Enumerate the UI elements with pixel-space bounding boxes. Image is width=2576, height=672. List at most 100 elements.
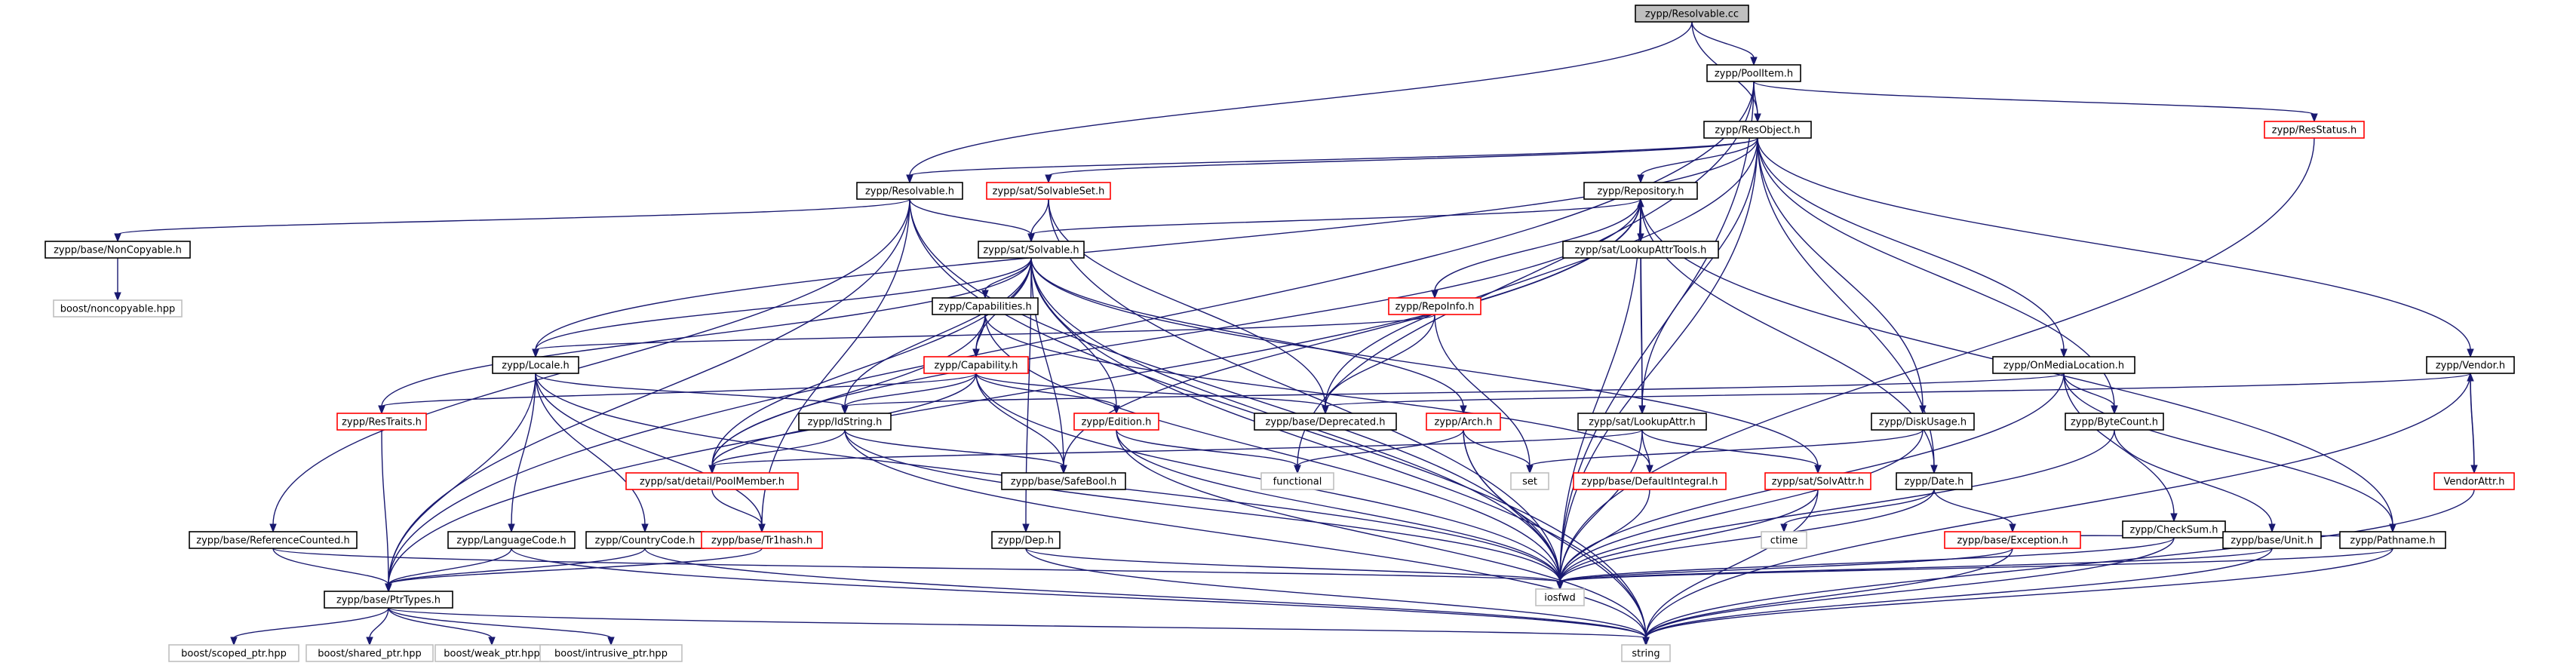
edge-zypp-repository-h-to-zypp-date-h bbox=[1640, 198, 1938, 474]
node-label: zypp/Resolvable.h bbox=[865, 186, 954, 198]
node-zypp-bytecount-h[interactable]: zypp/ByteCount.h bbox=[2065, 413, 2164, 431]
node-box bbox=[991, 531, 1061, 549]
node-label: zypp/sat/LookupAttrTools.h bbox=[1575, 245, 1707, 256]
edge-zypp-onmedialocation-h-to-zypp-pathname-h bbox=[2063, 373, 2396, 533]
node-label: zypp/RepoInfo.h bbox=[1395, 302, 1475, 313]
node-zypp-restraits-h[interactable]: zypp/ResTraits.h bbox=[336, 413, 427, 431]
node-zypp-edition-h[interactable]: zypp/Edition.h bbox=[1073, 413, 1159, 431]
node-zypp-repoinfo-h[interactable]: zypp/RepoInfo.h bbox=[1388, 297, 1481, 315]
node-string: string bbox=[1621, 644, 1671, 662]
edge-zypp-sat-solvable-h-to-zypp-arch-h bbox=[1030, 257, 1467, 415]
node-box bbox=[932, 297, 1039, 315]
node-label: zypp/base/DefaultIntegral.h bbox=[1582, 477, 1718, 488]
node-zypp-date-h[interactable]: zypp/Date.h bbox=[1896, 472, 1973, 490]
node-box bbox=[1871, 413, 1975, 431]
node-zypp-idstring-h[interactable]: zypp/IdString.h bbox=[798, 413, 892, 431]
node-zypp-dep-h[interactable]: zypp/Dep.h bbox=[991, 531, 1061, 549]
edge-zypp-diskusage-h-to-set bbox=[1526, 429, 1924, 474]
node-zypp-base-deprecated-h[interactable]: zypp/base/Deprecated.h bbox=[1254, 413, 1397, 431]
node-zypp-base-tr1hash-h[interactable]: zypp/base/Tr1hash.h bbox=[701, 531, 823, 549]
node-ctime: ctime bbox=[1761, 531, 1807, 549]
node-zypp-sat-lookupattrtools-h[interactable]: zypp/sat/LookupAttrTools.h bbox=[1562, 241, 1719, 259]
node-zypp-countrycode-h[interactable]: zypp/CountryCode.h bbox=[585, 531, 705, 549]
node-set: set bbox=[1510, 472, 1549, 490]
node-label: iosfwd bbox=[1544, 593, 1576, 604]
node-zypp-resolvable-cc: zypp/Resolvable.cc bbox=[1635, 5, 1749, 23]
node-zypp-resobject-h[interactable]: zypp/ResObject.h bbox=[1703, 121, 1812, 139]
edge-zypp-checksum-h-to-string bbox=[1642, 537, 2175, 646]
node-vendorattr-h[interactable]: VendorAttr.h bbox=[2433, 472, 2515, 490]
node-zypp-base-referencecounted-h[interactable]: zypp/base/ReferenceCounted.h bbox=[189, 531, 358, 549]
node-label: zypp/base/Unit.h bbox=[2231, 535, 2313, 547]
edge-zypp-resolvable-h-to-zypp-base-noncopyable-h bbox=[114, 198, 910, 243]
node-label: zypp/Edition.h bbox=[1082, 417, 1152, 428]
node-box bbox=[1260, 472, 1334, 490]
node-zypp-locale-h[interactable]: zypp/Locale.h bbox=[492, 356, 579, 374]
edge-zypp-date-h-to-ctime bbox=[1780, 489, 1935, 533]
node-zypp-capabilities-h[interactable]: zypp/Capabilities.h bbox=[932, 297, 1039, 315]
node-zypp-vendor-h[interactable]: zypp/Vendor.h bbox=[2426, 356, 2515, 374]
edge-vendorattr-h-to-zypp-vendor-h bbox=[2467, 372, 2475, 474]
edge-zypp-capabilities-h-to-zypp-base-defaultintegral-h bbox=[984, 314, 1653, 474]
edges bbox=[114, 21, 2478, 646]
edge-zypp-capability-h-to-zypp-base-deprecated-h bbox=[975, 373, 1329, 415]
node-zypp-base-ptrtypes-h[interactable]: zypp/base/PtrTypes.h bbox=[324, 591, 453, 609]
edge-zypp-resobject-h-to-zypp-sat-solvableset-h bbox=[1045, 137, 1758, 184]
node-box bbox=[1621, 644, 1671, 662]
node-zypp-languagecode-h[interactable]: zypp/LanguageCode.h bbox=[447, 531, 576, 549]
node-zypp-repository-h[interactable]: zypp/Repository.h bbox=[1583, 182, 1698, 200]
node-zypp-arch-h[interactable]: zypp/Arch.h bbox=[1426, 413, 1501, 431]
node-zypp-onmedialocation-h[interactable]: zypp/OnMediaLocation.h bbox=[1992, 356, 2135, 374]
edge-zypp-repository-h-to-zypp-sat-solvable-h bbox=[1027, 198, 1641, 243]
edge-zypp-base-ptrtypes-h-to-boost-scoped-ptr-hpp bbox=[230, 607, 389, 646]
node-label: zypp/CheckSum.h bbox=[2130, 525, 2218, 536]
node-zypp-sat-solvableset-h[interactable]: zypp/sat/SolvableSet.h bbox=[986, 182, 1111, 200]
node-box bbox=[1573, 472, 1727, 490]
node-zypp-sat-detail-poolmember-h[interactable]: zypp/sat/detail/PoolMember.h bbox=[625, 472, 799, 490]
edge-zypp-pathname-h-to-iosfwd bbox=[1556, 548, 2393, 591]
node-zypp-base-unit-h[interactable]: zypp/base/Unit.h bbox=[2222, 531, 2322, 549]
node-box bbox=[324, 591, 453, 609]
node-label: boost/intrusive_ptr.hpp bbox=[554, 649, 668, 660]
node-zypp-base-defaultintegral-h[interactable]: zypp/base/DefaultIntegral.h bbox=[1573, 472, 1727, 490]
node-label: zypp/Pathname.h bbox=[2350, 535, 2435, 547]
node-box bbox=[1764, 472, 1871, 490]
node-box bbox=[986, 182, 1111, 200]
node-zypp-capability-h[interactable]: zypp/Capability.h bbox=[923, 356, 1029, 374]
node-zypp-poolitem-h[interactable]: zypp/PoolItem.h bbox=[1706, 64, 1801, 82]
edge-zypp-resolvable-cc-to-zypp-poolitem-h bbox=[1691, 21, 1758, 66]
edge-zypp-resobject-h-to-zypp-repository-h bbox=[1637, 137, 1758, 184]
node-box bbox=[1388, 297, 1481, 315]
node-zypp-sat-solvable-h[interactable]: zypp/sat/Solvable.h bbox=[978, 241, 1085, 259]
node-box bbox=[2122, 520, 2226, 539]
node-label: zypp/Date.h bbox=[1905, 477, 1964, 488]
node-zypp-base-exception-h[interactable]: zypp/base/Exception.h bbox=[1944, 531, 2081, 549]
node-box bbox=[1426, 413, 1501, 431]
node-label: zypp/ByteCount.h bbox=[2071, 417, 2158, 428]
node-zypp-diskusage-h[interactable]: zypp/DiskUsage.h bbox=[1871, 413, 1975, 431]
node-zypp-checksum-h[interactable]: zypp/CheckSum.h bbox=[2122, 520, 2226, 539]
node-label: zypp/Capabilities.h bbox=[938, 302, 1032, 313]
node-label: zypp/Resolvable.cc bbox=[1645, 9, 1739, 20]
node-box bbox=[798, 413, 892, 431]
node-label: zypp/OnMediaLocation.h bbox=[2003, 361, 2124, 372]
node-zypp-pathname-h[interactable]: zypp/Pathname.h bbox=[2339, 531, 2446, 549]
edge-zypp-base-tr1hash-h-to-zypp-base-ptrtypes-h bbox=[385, 548, 763, 593]
edge-zypp-onmedialocation-h-to-zypp-checksum-h bbox=[2063, 373, 2178, 523]
node-zypp-sat-solvattr-h[interactable]: zypp/sat/SolvAttr.h bbox=[1764, 472, 1871, 490]
edge-zypp-repoinfo-h-to-zypp-locale-h bbox=[532, 314, 1435, 358]
node-label: zypp/sat/detail/PoolMember.h bbox=[640, 477, 784, 488]
edge-zypp-capability-h-to-zypp-restraits-h bbox=[378, 373, 977, 415]
node-box bbox=[539, 644, 683, 662]
node-zypp-base-noncopyable-h[interactable]: zypp/base/NonCopyable.h bbox=[45, 241, 191, 259]
node-zypp-base-safebool-h[interactable]: zypp/base/SafeBool.h bbox=[1001, 472, 1126, 490]
node-label: boost/shared_ptr.hpp bbox=[318, 649, 422, 660]
node-zypp-resstatus-h[interactable]: zypp/ResStatus.h bbox=[2264, 121, 2365, 139]
node-box bbox=[1896, 472, 1973, 490]
node-zypp-sat-lookupattr-h[interactable]: zypp/sat/LookupAttr.h bbox=[1577, 413, 1707, 431]
node-label: boost/noncopyable.hpp bbox=[60, 304, 176, 315]
node-box bbox=[625, 472, 799, 490]
node-zypp-resolvable-h[interactable]: zypp/Resolvable.h bbox=[856, 182, 963, 200]
edge-zypp-date-h-to-zypp-base-exception-h bbox=[1933, 489, 2016, 533]
node-box bbox=[1562, 241, 1719, 259]
